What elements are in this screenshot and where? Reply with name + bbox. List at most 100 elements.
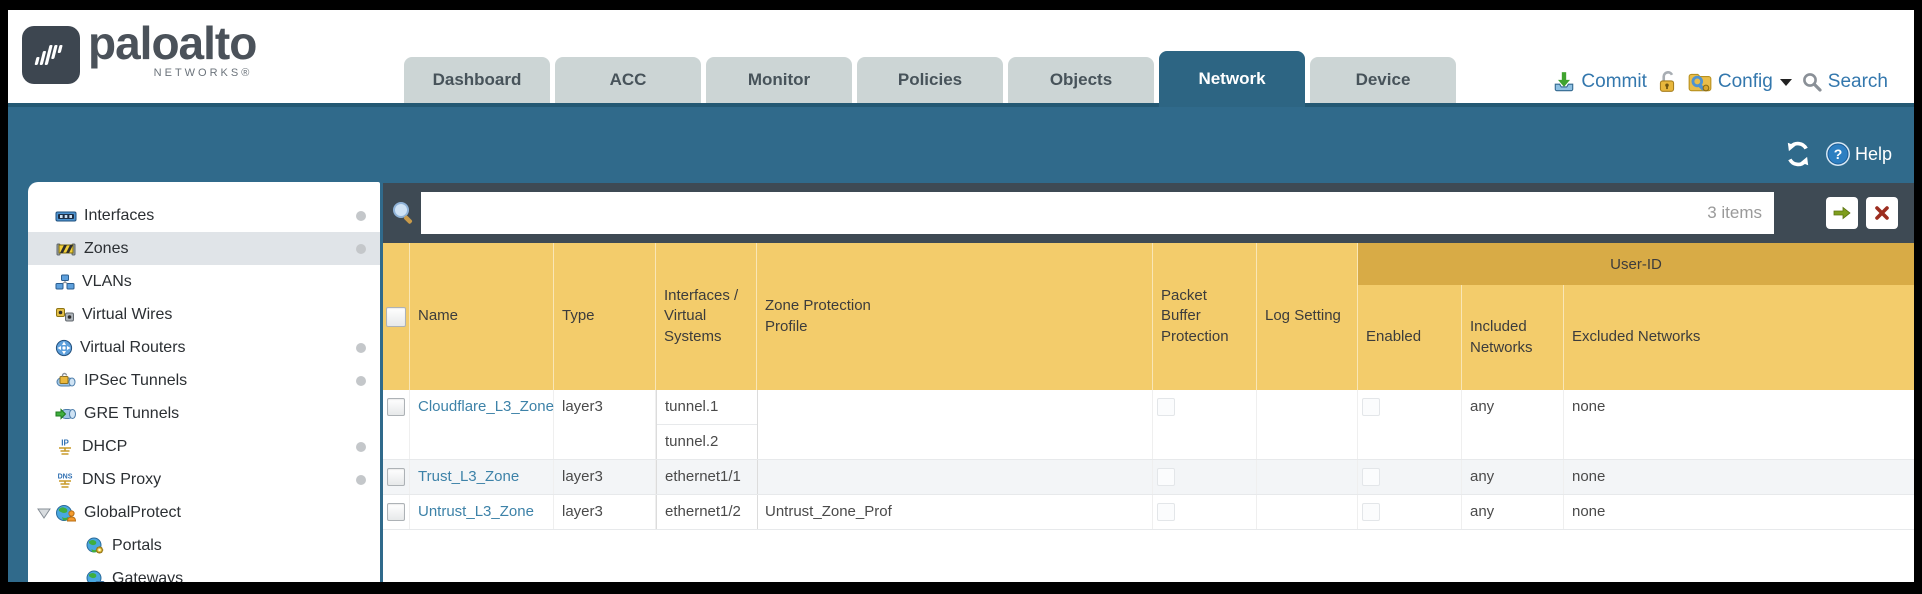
table-row[interactable]: Cloudflare_L3_Zone layer3 tunnel.1 tunne…: [383, 390, 1914, 460]
clear-filter-button[interactable]: [1866, 197, 1898, 229]
sidebar-item-dhcp[interactable]: IP DHCP: [28, 430, 380, 463]
tab-acc[interactable]: ACC: [555, 57, 701, 103]
interface-value[interactable]: ethernet1/1: [665, 468, 741, 485]
tab-monitor[interactable]: Monitor: [706, 57, 852, 103]
row-checkbox[interactable]: [387, 503, 405, 521]
zone-name-link[interactable]: Cloudflare_L3_Zone: [418, 398, 554, 415]
virtual-routers-icon: [55, 339, 73, 356]
user-id-enabled-checkbox[interactable]: [1362, 503, 1380, 521]
sidebar-item-virtual-routers[interactable]: Virtual Routers: [28, 331, 380, 364]
col-header-enabled[interactable]: Enabled: [1358, 285, 1462, 390]
row-checkbox[interactable]: [387, 468, 405, 486]
svg-text:DNS: DNS: [58, 473, 73, 480]
zone-protection-profile: Untrust_Zone_Prof: [757, 495, 1153, 529]
col-header-packet-buffer-protection[interactable]: Packet Buffer Protection: [1153, 243, 1257, 390]
table-header: Name Type Interfaces / Virtual Systems Z…: [383, 243, 1914, 390]
help-label: Help: [1854, 143, 1892, 164]
chevron-down-icon: [1779, 78, 1792, 86]
network-sidebar: Interfaces Zones VLANs: [28, 182, 380, 582]
top-bar: paloalto NETWORKS® Dashboard ACC Monitor…: [8, 10, 1914, 107]
tab-policies[interactable]: Policies: [857, 57, 1003, 103]
search-icon: [1802, 73, 1822, 92]
tab-objects[interactable]: Objects: [1008, 57, 1154, 103]
sidebar-item-zones[interactable]: Zones: [28, 232, 380, 265]
zone-interfaces: ethernet1/2: [656, 495, 758, 529]
zone-protection-profile: [757, 460, 1153, 494]
sidebar-item-portals[interactable]: Portals: [28, 529, 380, 562]
red-x-icon: [1875, 206, 1889, 220]
filter-field: 3 items: [421, 192, 1774, 234]
status-dot: [356, 342, 366, 353]
config-label: Config: [1717, 71, 1773, 92]
sidebar-item-globalprotect[interactable]: GlobalProtect: [28, 496, 380, 529]
zone-type: layer3: [554, 495, 656, 529]
commit-button[interactable]: Commit: [1552, 70, 1647, 94]
interfaces-icon: [55, 211, 77, 221]
zone-type: layer3: [554, 460, 656, 494]
lock-icon[interactable]: [1656, 70, 1678, 94]
globalprotect-icon: [56, 504, 77, 521]
col-header-type[interactable]: Type: [554, 243, 656, 390]
paloalto-logo: paloalto NETWORKS®: [22, 17, 257, 84]
brand-name: paloalto: [88, 17, 257, 69]
col-header-log-setting[interactable]: Log Setting: [1257, 243, 1358, 390]
apply-filter-button[interactable]: [1826, 197, 1858, 229]
filter-search-icon[interactable]: [391, 200, 415, 226]
sidebar-item-dns-proxy[interactable]: DNS DNS Proxy: [28, 463, 380, 496]
sidebar-item-interfaces[interactable]: Interfaces: [28, 199, 380, 232]
packet-buffer-checkbox[interactable]: [1157, 468, 1175, 486]
sidebar-item-gre-tunnels[interactable]: GRE Tunnels: [28, 397, 380, 430]
packet-buffer-checkbox[interactable]: [1157, 398, 1175, 416]
filter-toolbar: 3 items: [383, 183, 1914, 243]
tab-dashboard[interactable]: Dashboard: [404, 57, 550, 103]
table-row[interactable]: Trust_L3_Zone layer3 ethernet1/1 any non…: [383, 460, 1914, 495]
col-header-name[interactable]: Name: [410, 243, 554, 390]
expand-triangle-icon[interactable]: [37, 508, 51, 519]
col-header-excluded-networks[interactable]: Excluded Networks: [1572, 328, 1701, 346]
config-menu[interactable]: Config: [1687, 70, 1792, 94]
table-row[interactable]: Untrust_L3_Zone layer3 ethernet1/2 Untru…: [383, 495, 1914, 530]
sidebar-item-vlans[interactable]: VLANs: [28, 265, 380, 298]
sidebar-item-ipsec-tunnels[interactable]: IPSec Tunnels: [28, 364, 380, 397]
zone-type: layer3: [554, 390, 656, 459]
col-header-included-networks[interactable]: Included Networks: [1462, 285, 1564, 390]
col-header-interfaces[interactable]: Interfaces / Virtual Systems: [656, 243, 757, 390]
search-button[interactable]: Search: [1801, 71, 1888, 93]
packet-buffer-checkbox[interactable]: [1157, 503, 1175, 521]
gateways-icon: [86, 570, 105, 582]
paloalto-logo-icon: [22, 26, 80, 84]
sidebar-item-virtual-wires[interactable]: Virtual Wires: [28, 298, 380, 331]
log-setting: [1257, 495, 1358, 529]
status-dot: [356, 210, 366, 221]
col-header-zone-protection-profile[interactable]: Zone Protection Profile: [757, 243, 1153, 390]
status-dot: [356, 243, 366, 254]
log-setting: [1257, 460, 1358, 494]
refresh-icon[interactable]: [1785, 141, 1811, 167]
brand-sub: NETWORKS®: [153, 67, 253, 79]
sidebar-item-gateways[interactable]: Gateways: [28, 562, 380, 582]
filter-input[interactable]: [421, 204, 1708, 222]
ipsec-tunnels-icon: [56, 372, 76, 387]
zone-name-link[interactable]: Trust_L3_Zone: [418, 468, 520, 485]
tab-network[interactable]: Network: [1159, 51, 1305, 107]
zone-name-link[interactable]: Untrust_L3_Zone: [418, 503, 534, 520]
help-button[interactable]: ? Help: [1825, 141, 1892, 167]
row-checkbox[interactable]: [387, 398, 405, 416]
dhcp-icon: IP: [59, 438, 71, 455]
user-id-enabled-checkbox[interactable]: [1362, 398, 1380, 416]
status-dot: [356, 474, 366, 485]
interface-value[interactable]: ethernet1/2: [665, 503, 741, 520]
commit-label: Commit: [1581, 71, 1647, 92]
gre-tunnels-icon: [55, 407, 76, 420]
interface-value[interactable]: tunnel.1: [657, 390, 757, 425]
user-id-enabled-checkbox[interactable]: [1362, 468, 1380, 486]
config-icon: [1688, 73, 1712, 92]
zone-interfaces: tunnel.1 tunnel.2: [656, 390, 758, 459]
portals-icon: [86, 537, 104, 553]
zone-protection-profile: [757, 390, 1153, 459]
tab-device[interactable]: Device: [1310, 57, 1456, 103]
select-all-checkbox[interactable]: [386, 306, 406, 327]
interface-value[interactable]: tunnel.2: [665, 433, 719, 450]
zones-table: Name Type Interfaces / Virtual Systems Z…: [383, 243, 1914, 530]
